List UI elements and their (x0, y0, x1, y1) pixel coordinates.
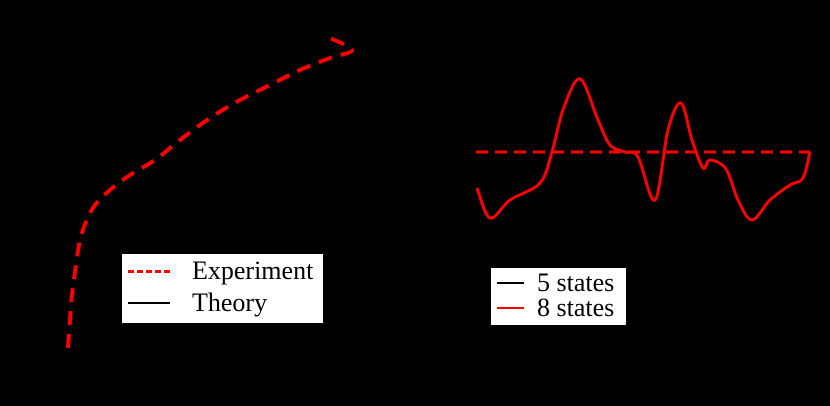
right-plot-area (475, 77, 812, 222)
left-plot-area (66, 36, 355, 349)
solid-red-line-swatch-icon (497, 307, 524, 309)
experiment-line (66, 36, 355, 349)
legend-label-theory: Theory (192, 288, 268, 317)
left-legend: Experiment Theory (121, 253, 324, 324)
five-states-line (476, 78, 811, 222)
legend-label-5-states: 5 states (537, 268, 615, 297)
left-chart-panel: Experiment Theory (66, 36, 355, 349)
legend-item-8-states: 8 states (491, 295, 614, 321)
eight-states-line (475, 77, 812, 222)
right-chart-panel: 5 states 8 states (415, 0, 830, 406)
legend-item-experiment: Experiment (122, 258, 313, 284)
dashed-red-line-swatch-icon (128, 269, 170, 273)
legend-label-8-states: 8 states (537, 293, 615, 322)
right-legend: 5 states 8 states (490, 267, 627, 326)
legend-label-experiment: Experiment (192, 256, 314, 285)
legend-item-5-states: 5 states (491, 270, 614, 296)
solid-black-line-swatch-icon (128, 302, 170, 304)
solid-black-line-swatch-icon (497, 282, 524, 284)
legend-item-theory: Theory (122, 290, 267, 316)
